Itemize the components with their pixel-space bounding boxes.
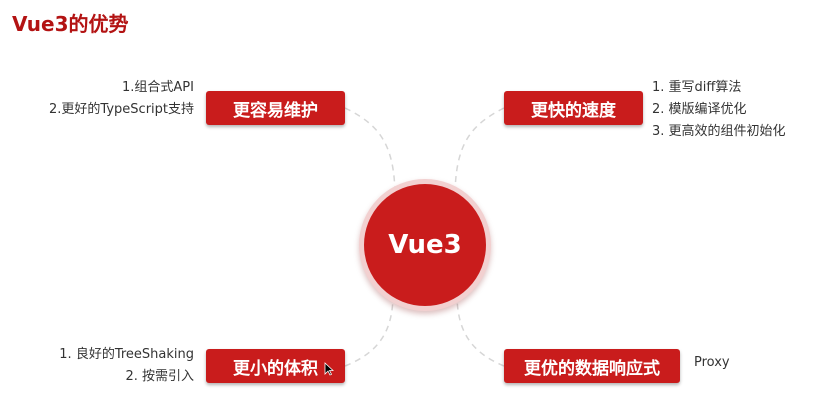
note-item: 2. 模版编译优化 [652,102,747,117]
note-item: 3. 更高效的组件初始化 [652,124,786,139]
note-item: 1. 良好的TreeShaking [59,347,194,362]
note-item: Proxy [694,355,730,370]
notes-reactivity: Proxy [694,352,730,374]
connector-size [344,293,394,367]
mouse-cursor-icon [324,362,334,376]
notes-speed: 1. 重写diff算法 2. 模版编译优化 3. 更高效的组件初始化 [652,77,786,143]
topic-label: 更容易维护 [233,100,318,121]
page-title: Vue3的优势 [12,12,129,36]
topic-label: 更优的数据响应式 [524,358,660,379]
topic-speed: 更快的速度 [504,91,643,125]
topic-maintainability: 更容易维护 [206,91,345,125]
notes-maintainability: 1.组合式API 2.更好的TypeScript支持 [49,77,194,121]
note-item: 2. 按需引入 [125,369,194,384]
topic-size: 更小的体积 [206,349,345,383]
connector-reactive [456,293,505,367]
topic-reactivity: 更优的数据响应式 [504,349,680,383]
note-item: 1.组合式API [122,80,194,95]
center-node: Vue3 [359,179,491,311]
topic-label: 更快的速度 [531,100,616,121]
center-label: Vue3 [388,230,462,260]
note-item: 2.更好的TypeScript支持 [49,102,194,117]
note-item: 1. 重写diff算法 [652,80,742,95]
connector-speed [454,107,505,199]
connector-maintain [344,107,396,199]
notes-size: 1. 良好的TreeShaking 2. 按需引入 [59,344,194,388]
topic-label: 更小的体积 [233,358,318,379]
